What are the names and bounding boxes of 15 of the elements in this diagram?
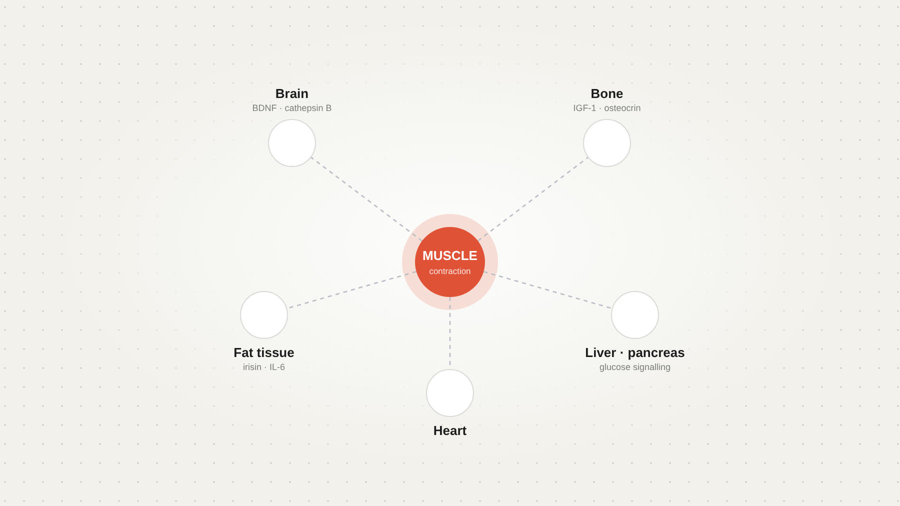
signal-molecules: irisin · IL-6 [242, 361, 285, 373]
dashed-connector [478, 156, 588, 242]
dashed-connector [483, 271, 612, 310]
organ-name: Bone [590, 86, 624, 102]
organ-name: Liver · pancreas [585, 345, 685, 361]
center-sublabel: contraction [429, 264, 471, 276]
dashed-connector [286, 270, 417, 310]
signal-molecules: glucose signalling [599, 361, 671, 373]
organ-name: Heart [433, 423, 467, 439]
organ-name: Fat tissue [234, 345, 294, 361]
organ-name: Brain [275, 86, 309, 102]
center-label: MUSCLE [422, 248, 478, 264]
dashed-connector [310, 156, 422, 242]
signal-molecules: IGF-1 · osteocrin [573, 102, 641, 114]
signal-molecules: BDNF · cathepsin B [252, 102, 332, 114]
